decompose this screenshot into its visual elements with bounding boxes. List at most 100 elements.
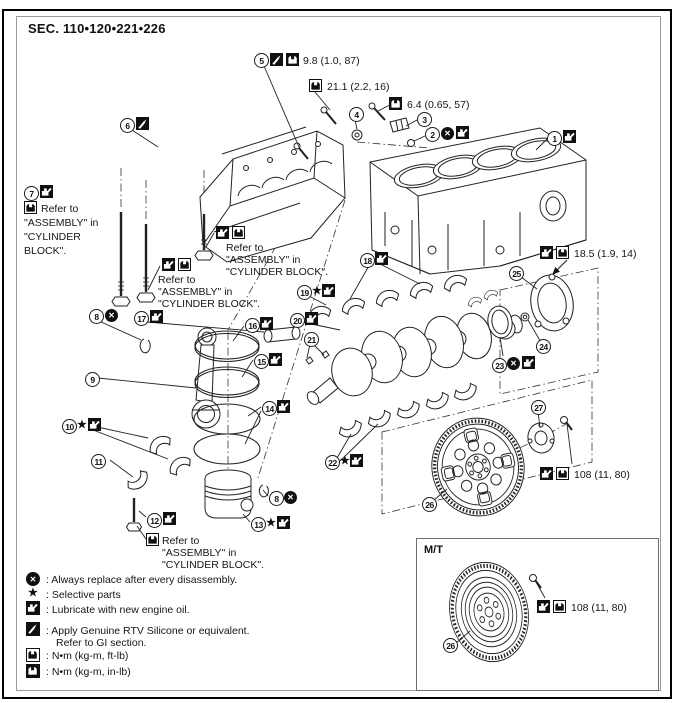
legend-oil: : Lubricate with new engine oil. [46,604,190,616]
torque-inlb-icon [389,97,402,110]
callout-18: 18 [360,253,375,268]
callout-7: 7 [24,186,39,201]
callout-17: 17 [134,311,149,326]
callout-20: 20 [290,313,305,328]
legend-rtv-line1: : Apply Genuine RTV Silicone or equivale… [46,625,250,637]
oil-icon [537,600,550,613]
rear-plate-art [487,259,574,339]
callout-6: 6 [120,118,135,133]
callout-13: 13 [251,517,266,532]
legend-rtv-line2: Refer to GI section. [56,637,147,649]
note-line: "ASSEMBLY" in [162,547,237,559]
oil-icon [260,317,273,330]
oil-icon [540,467,553,480]
callout-16: 16 [245,318,260,333]
washer-bolt-art [527,416,573,454]
callout-24: 24 [536,339,551,354]
oil-icon [277,400,290,413]
torque-ftlb-icon [553,600,566,613]
legend-selective: : Selective parts [46,589,121,601]
mt-box-label: M/T [424,544,443,556]
torque-spec: 9.8 (1.0, 87) [303,55,360,67]
callout-11: 11 [91,454,106,469]
sealant-icon [26,622,40,636]
piston-art [204,469,254,519]
small-fasteners-art [293,102,415,160]
replace-icon: ✕ [441,127,454,140]
replace-icon: ✕ [284,491,297,504]
callout-9: 9 [85,372,100,387]
callout-4: 4 [349,107,364,122]
torque-ftlb-icon [26,648,40,662]
oil-icon [522,356,535,369]
oil-icon [88,418,101,431]
selective-star: ★ [312,285,322,297]
section-title: SEC. 110•120•221•226 [28,21,166,36]
torque-ftlb-icon [309,79,322,92]
piston-rings-art [193,330,261,465]
oil-icon [269,353,282,366]
note-line: "ASSEMBLY" in [158,286,233,298]
torque-inlb-icon [26,664,40,678]
note-line: "CYLINDER [24,231,81,243]
callout-8: 8 [269,491,284,506]
oil-icon [456,126,469,139]
legend-ftlb: : N•m (kg-m, ft-lb) [46,650,129,662]
sealant-icon [136,117,149,130]
note-line: "CYLINDER BLOCK". [158,298,260,310]
torque-ftlb-icon [232,226,245,239]
selective-star: ★ [340,455,350,467]
crankshaft-art [305,312,523,405]
note-line: BLOCK". [24,245,67,257]
oil-icon [322,284,335,297]
mt-flywheel-art [449,561,529,663]
note-line: "CYLINDER BLOCK". [162,559,264,571]
oil-icon [163,512,176,525]
oil-icon [563,130,576,143]
torque-inlb-icon [286,53,299,66]
torque-spec: 6.4 (0.65, 57) [407,99,470,111]
diagram-frame [16,16,661,691]
torque-spec: 108 (11, 80) [571,602,627,614]
leader-lines [87,65,573,645]
callout-5: 5 [254,53,269,68]
torque-spec: 18.5 (1.9, 14) [574,248,637,260]
callout-26: 26 [422,497,437,512]
callout-12: 12 [147,513,162,528]
note-line: Refer to [162,535,200,547]
torque-spec: 21.1 (2.2, 16) [327,81,390,93]
torque-ftlb-icon [556,467,569,480]
oil-icon [375,252,388,265]
callout-10: 10 [62,419,77,434]
torque-ftlb-icon [178,258,191,271]
torque-ftlb-icon [556,246,569,259]
outer-border [2,9,672,699]
legend-inlb: : N•m (kg-m, in-lb) [46,666,131,678]
oil-icon [162,258,175,271]
lower-cylinder-block-art [199,126,346,263]
replace-icon: ✕ [105,309,118,322]
callout-14: 14 [262,401,277,416]
note-line: Refer to [41,203,79,215]
torque-spec: 108 (11, 80) [574,469,630,481]
callout-21: 21 [304,332,319,347]
oil-icon [26,601,40,615]
callout-15: 15 [254,354,269,369]
cylinder-block-art [369,127,587,275]
callout-19: 19 [297,285,312,300]
oil-icon [350,454,363,467]
note-line: Refer to [158,274,196,286]
note-line: "ASSEMBLY" in [226,254,301,266]
head-bolts-art [111,212,214,532]
selective-star: ★ [266,517,276,529]
callout-26: 26 [443,638,458,653]
note-line: "ASSEMBLY" in [24,217,99,229]
drive-plate-art [431,417,525,517]
callout-2: 2 [425,127,440,142]
callout-23: 23 [492,358,507,373]
callout-27: 27 [531,400,546,415]
torque-ftlb-icon [24,201,37,214]
oil-icon [40,185,53,198]
